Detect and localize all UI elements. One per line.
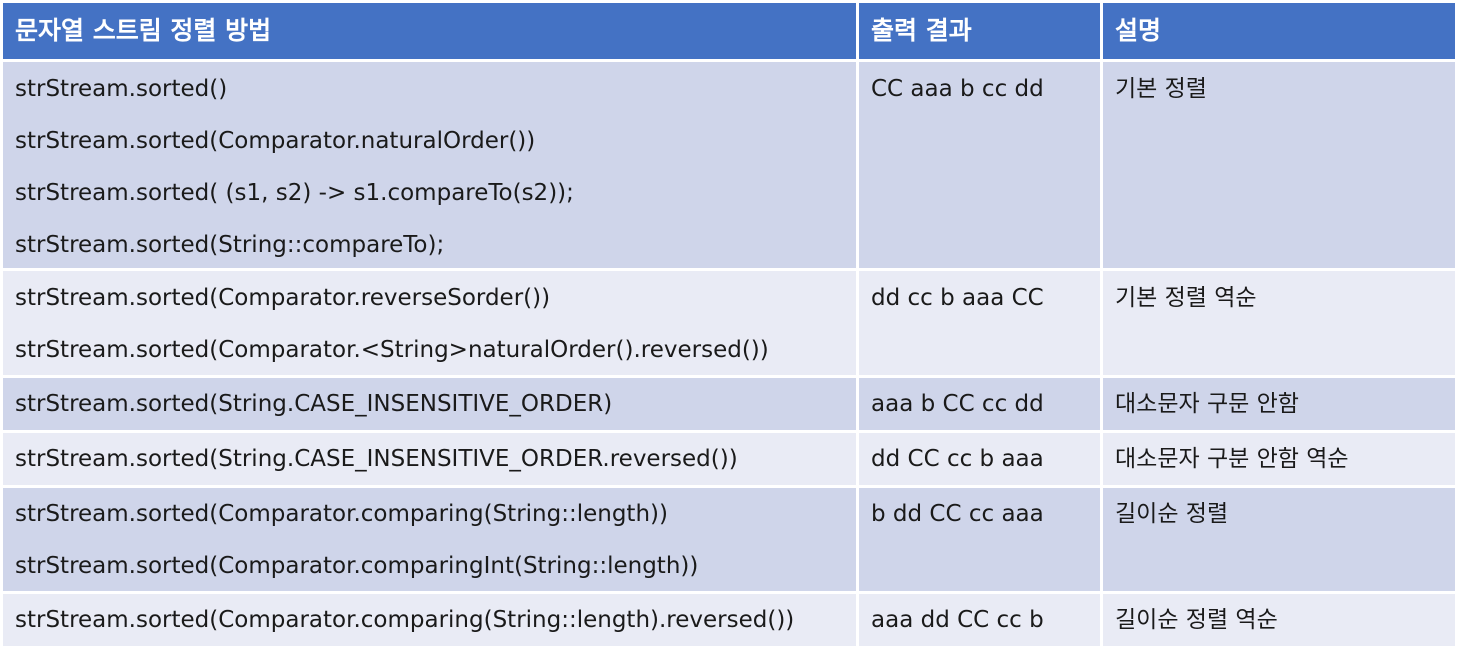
header-description: 설명: [1103, 3, 1455, 59]
header-output: 출력 결과: [859, 3, 1100, 59]
row-2-description: 기본 정렬 역순: [1103, 271, 1455, 375]
method-text: strStream.sorted(Comparator.<String>natu…: [15, 337, 769, 363]
row-2-methods: strStream.sorted(Comparator.reverseSorde…: [3, 271, 856, 375]
row-1-output: CC aaa b cc dd: [859, 62, 1100, 268]
row-1-description: 기본 정렬: [1103, 62, 1455, 268]
method-text: strStream.sorted(String.CASE_INSENSITIVE…: [15, 446, 738, 472]
method-text: strStream.sorted( (s1, s2) -> s1.compare…: [15, 180, 574, 206]
row-4-methods: strStream.sorted(String.CASE_INSENSITIVE…: [3, 433, 856, 485]
row-5-output: b dd CC cc aaa: [859, 488, 1100, 591]
description-text: 기본 정렬: [1115, 76, 1207, 102]
output-text: aaa b CC cc dd: [871, 391, 1044, 417]
output-text: dd CC cc b aaa: [871, 446, 1044, 472]
method-text: strStream.sorted(Comparator.comparing(St…: [15, 501, 668, 527]
method-text: strStream.sorted(String.CASE_INSENSITIVE…: [15, 391, 613, 417]
row-2-output: dd cc b aaa CC: [859, 271, 1100, 375]
row-5-description: 길이순 정렬: [1103, 488, 1455, 591]
method-text: strStream.sorted(Comparator.comparing(St…: [15, 607, 795, 633]
row-5-methods: strStream.sorted(Comparator.comparing(St…: [3, 488, 856, 591]
row-1-methods: strStream.sorted() strStream.sorted(Comp…: [3, 62, 856, 268]
description-text: 기본 정렬 역순: [1115, 285, 1257, 311]
row-3-methods: strStream.sorted(String.CASE_INSENSITIVE…: [3, 378, 856, 430]
method-text: strStream.sorted(Comparator.reverseSorde…: [15, 285, 551, 311]
row-4-output: dd CC cc b aaa: [859, 433, 1100, 485]
row-3-description: 대소문자 구문 안함: [1103, 378, 1455, 430]
output-text: CC aaa b cc dd: [871, 76, 1044, 102]
description-text: 길이순 정렬 역순: [1115, 607, 1278, 633]
sort-methods-table: 문자열 스트림 정렬 방법 출력 결과 설명 strStream.sorted(…: [3, 3, 1455, 646]
header-method: 문자열 스트림 정렬 방법: [3, 3, 856, 59]
description-text: 대소문자 구분 안함 역순: [1115, 446, 1349, 472]
output-text: b dd CC cc aaa: [871, 501, 1044, 527]
output-text: dd cc b aaa CC: [871, 285, 1044, 311]
row-4-description: 대소문자 구분 안함 역순: [1103, 433, 1455, 485]
description-text: 길이순 정렬: [1115, 501, 1229, 527]
method-text: strStream.sorted(Comparator.comparingInt…: [15, 553, 699, 579]
output-text: aaa dd CC cc b: [871, 607, 1044, 633]
row-6-description: 길이순 정렬 역순: [1103, 594, 1455, 646]
description-text: 대소문자 구문 안함: [1115, 391, 1299, 417]
method-text: strStream.sorted(): [15, 76, 228, 102]
row-6-methods: strStream.sorted(Comparator.comparing(St…: [3, 594, 856, 646]
row-6-output: aaa dd CC cc b: [859, 594, 1100, 646]
method-text: strStream.sorted(Comparator.naturalOrder…: [15, 128, 536, 154]
row-3-output: aaa b CC cc dd: [859, 378, 1100, 430]
method-text: strStream.sorted(String::compareTo);: [15, 232, 445, 258]
